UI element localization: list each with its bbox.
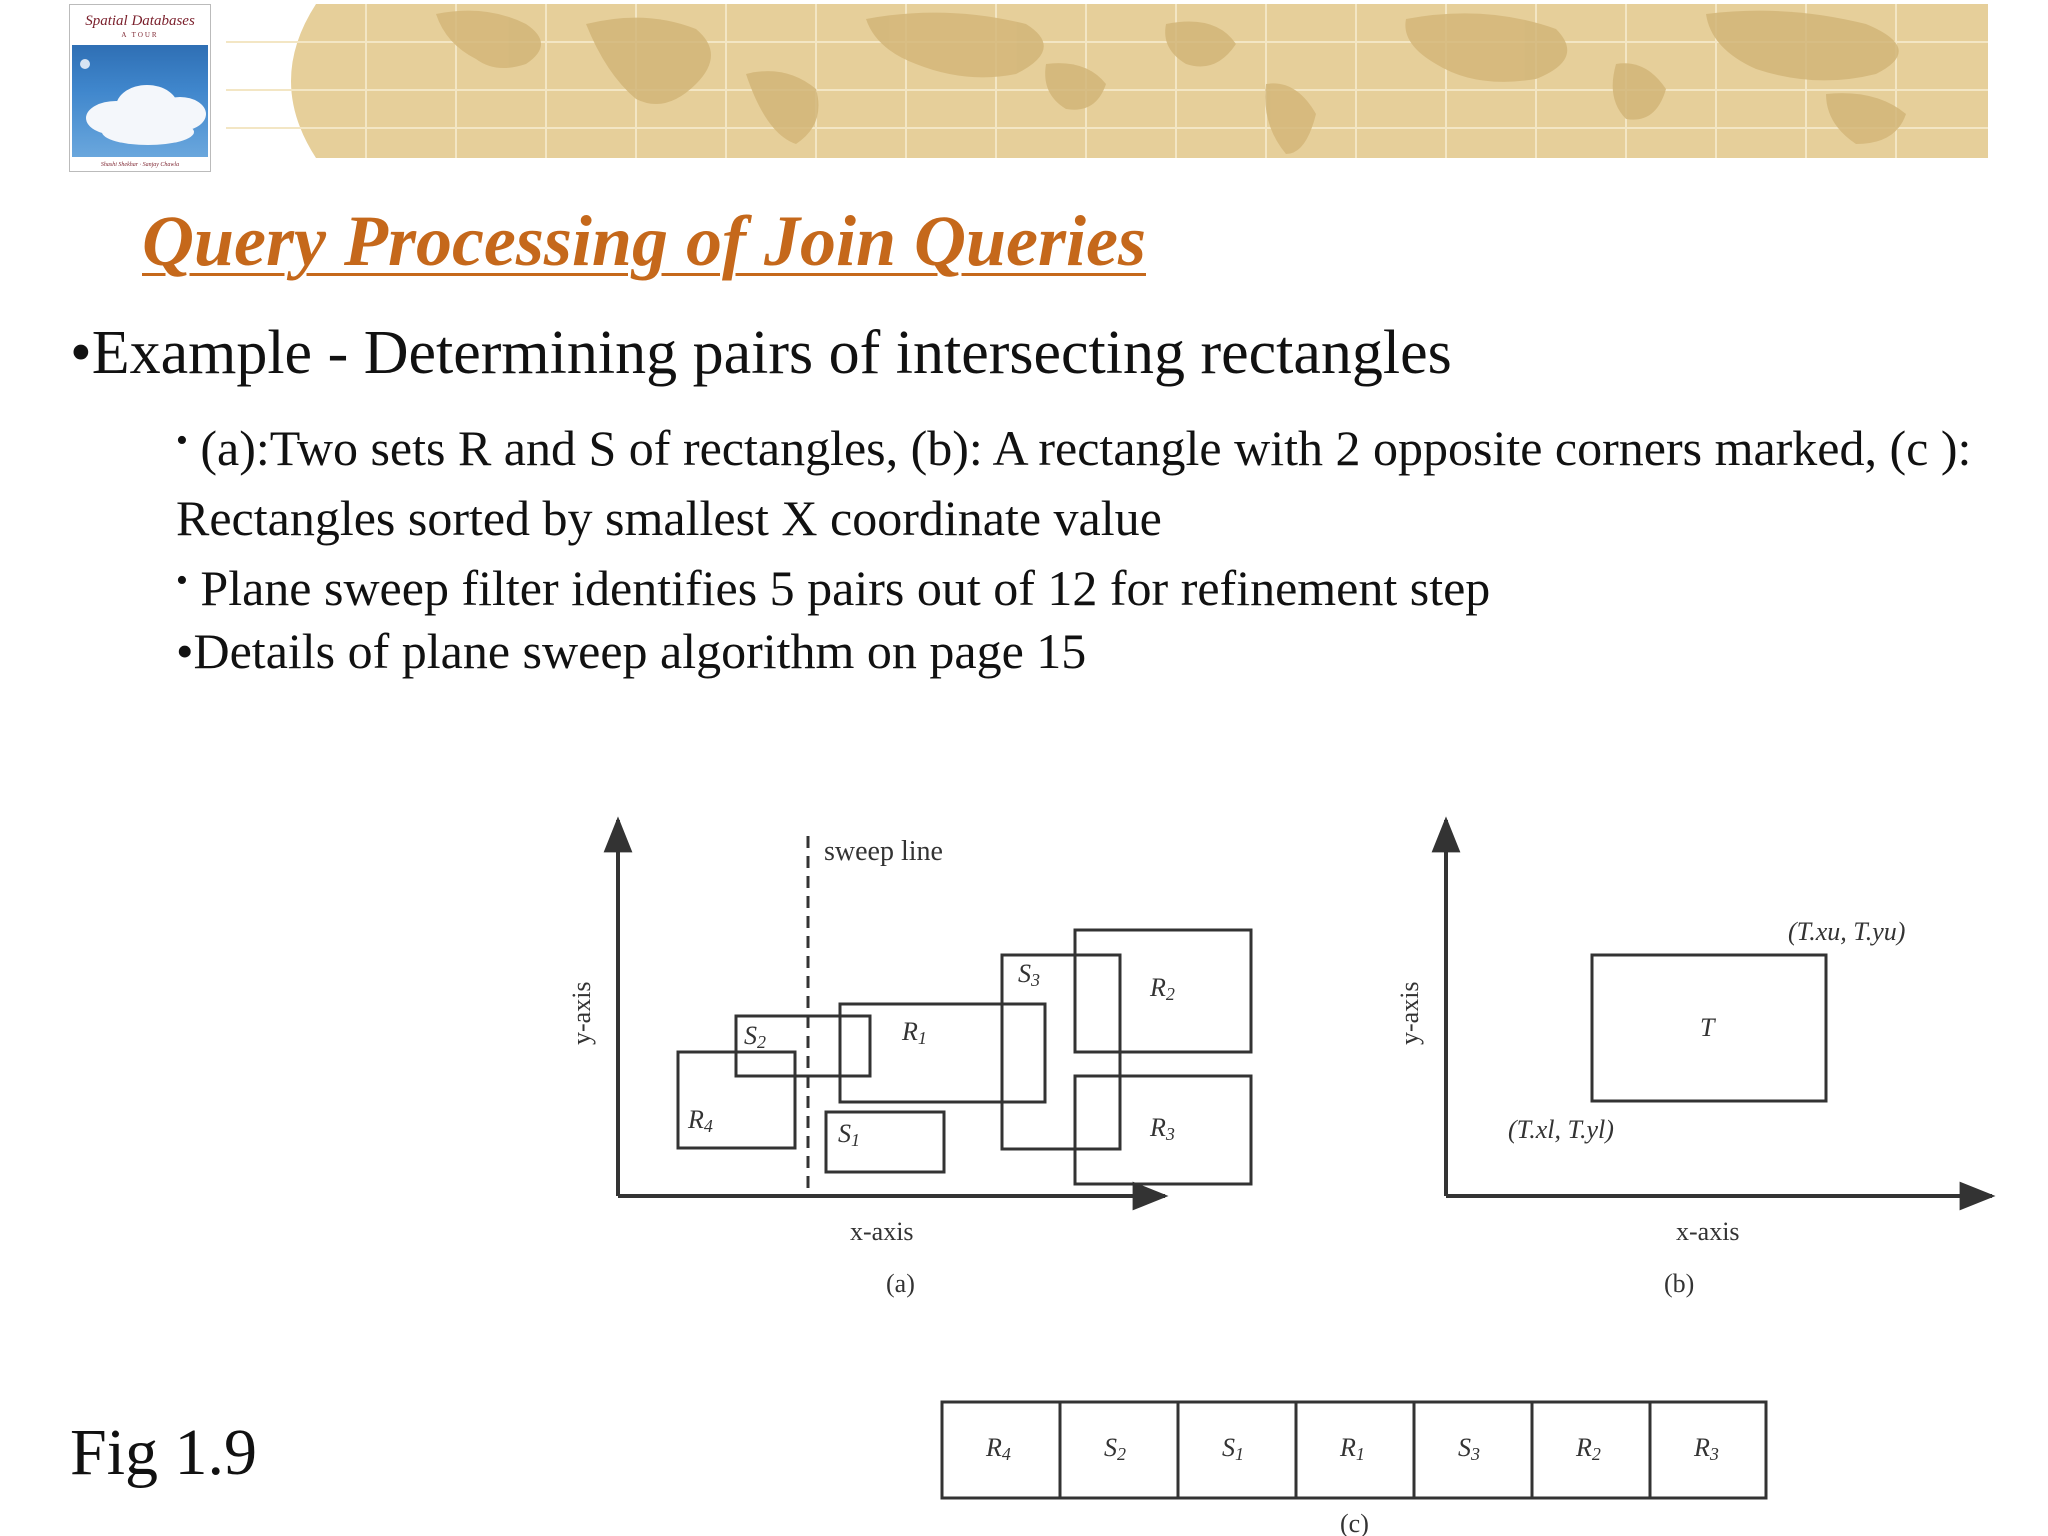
label-r2: R2	[1149, 973, 1175, 1004]
sub-bullet-2-text: Plane sweep filter identifies 5 pairs ou…	[200, 560, 1491, 616]
rect-r1	[838, 1002, 1047, 1104]
x-axis-label: x-axis	[1676, 1217, 1740, 1246]
sorted-cell-s3: S3	[1458, 1433, 1480, 1464]
book-authors: Shashi Shekhar · Sanjay Chawla	[100, 162, 180, 168]
rect-s1	[824, 1110, 946, 1174]
world-map-banner	[226, 4, 1988, 158]
label-s1: S1	[838, 1119, 860, 1150]
sweep-line-label: sweep line	[824, 836, 943, 867]
figure-c: R4 S2 S1 R1 S3 R2 R3 (c)	[940, 1400, 1768, 1536]
book-subtitle: A TOUR	[121, 31, 159, 39]
sub-bullet-1-text: (a):Two sets R and S of rectangles, (b):…	[176, 420, 1972, 546]
y-axis-label: y-axis	[567, 981, 596, 1045]
sorted-cell-r2: R2	[1575, 1433, 1601, 1464]
figure-caption: Fig 1.9	[70, 1416, 258, 1489]
y-axis-label: y-axis	[1395, 981, 1424, 1045]
figure-c-caption: (c)	[1340, 1509, 1369, 1536]
label-s3: S3	[1018, 959, 1040, 990]
rect-t	[1590, 953, 1828, 1103]
sorted-cell-r1: R1	[1339, 1433, 1365, 1464]
main-bullet: •Example - Determining pairs of intersec…	[70, 319, 1452, 387]
rect-r2	[1073, 928, 1253, 1054]
cloud-sky-picture	[72, 45, 208, 157]
sorted-list-frame	[940, 1400, 1768, 1500]
upper-corner-label: (T.xu, T.yu)	[1788, 917, 1905, 946]
slide-title: Query Processing of Join Queries	[142, 201, 1146, 281]
sorted-cell-r3: R3	[1693, 1433, 1719, 1464]
bullet-dot: •	[176, 562, 188, 599]
sub-bullet-1: • (a):Two sets R and S of rectangles, (b…	[176, 406, 2006, 553]
label-r4: R4	[687, 1105, 713, 1136]
rect-r3	[1073, 1074, 1253, 1186]
label-t: T	[1700, 1013, 1716, 1042]
sorted-cell-s2: S2	[1104, 1433, 1126, 1464]
rect-s2	[734, 1014, 872, 1078]
lower-corner-label: (T.xl, T.yl)	[1508, 1115, 1614, 1144]
label-s2: S2	[744, 1021, 766, 1052]
sorted-cell-r4: R4	[985, 1433, 1011, 1464]
sub-bullet-2: • Plane sweep filter identifies 5 pairs …	[176, 546, 2006, 623]
book-cover-image: Spatial Databases A TOUR Shashi Shekhar …	[69, 4, 211, 172]
label-r1: R1	[901, 1017, 927, 1048]
sub-bullet-3: •Details of plane sweep algorithm on pag…	[176, 623, 1087, 679]
book-title: Spatial Databases	[85, 13, 195, 29]
figure-b-caption: (b)	[1664, 1269, 1694, 1298]
label-r3: R3	[1149, 1113, 1175, 1144]
sorted-cell-s1: S1	[1222, 1433, 1244, 1464]
x-axis-label: x-axis	[850, 1217, 914, 1246]
bullet-dot: •	[176, 422, 188, 459]
figure-a: sweep line y-axis x-axis (a) R4 S2 S1 R1…	[567, 816, 1253, 1298]
figure-b: y-axis x-axis (b) T (T.xu, T.yu) (T.xl, …	[1395, 816, 1996, 1298]
figure-a-caption: (a)	[886, 1269, 915, 1298]
